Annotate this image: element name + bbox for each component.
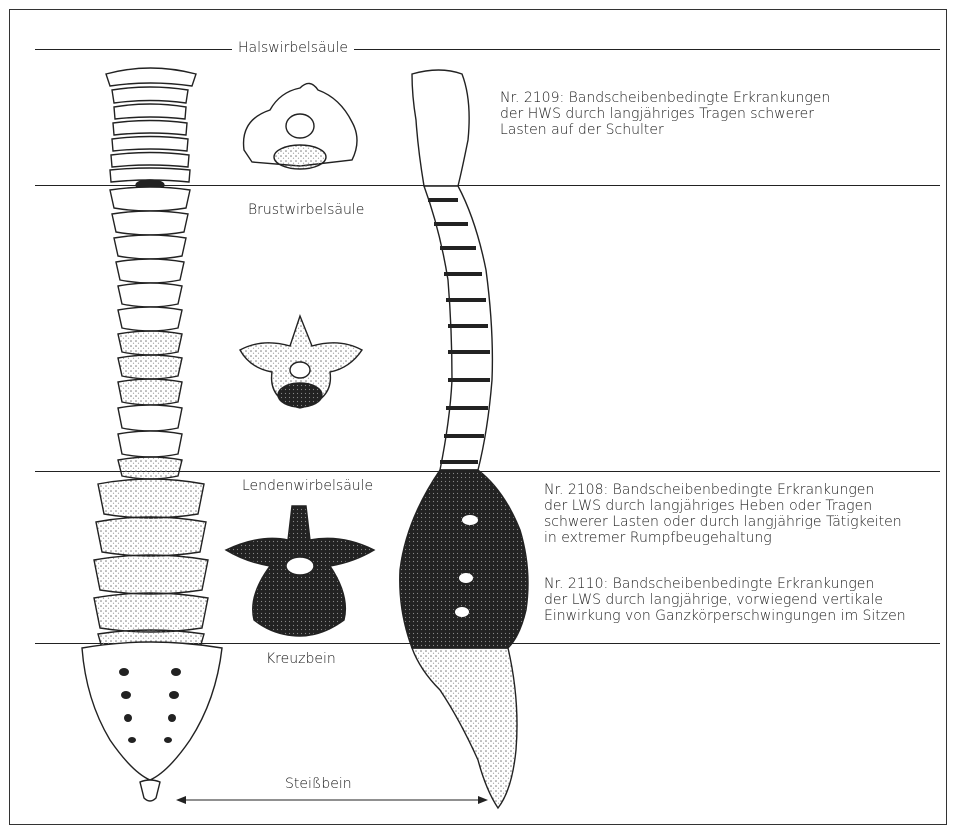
note-2110: Nr. 2110: Bandscheibenbedingte Erkrankun… (544, 576, 906, 624)
note-2110-line-3: Einwirkung von Ganzkörperschwingungen im… (544, 608, 906, 624)
note-2109-line-1: Nr. 2109: Bandscheibenbedingte Erkrankun… (500, 90, 830, 106)
note-2108-line-2: der LWS durch langjähriges Heben oder Tr… (544, 498, 902, 514)
note-2108: Nr. 2108: Bandscheibenbedingte Erkrankun… (544, 482, 902, 546)
vertebra-lumbar-section (226, 506, 374, 636)
lateral-sacrum (412, 648, 517, 808)
note-2108-line-3: schwerer Lasten oder durch langjährige T… (544, 514, 902, 530)
label-lumbar: Lendenwirbelsäule (242, 478, 373, 494)
lateral-spine (400, 70, 528, 808)
lateral-cervical (412, 70, 469, 186)
note-2109: Nr. 2109: Bandscheibenbedingte Erkrankun… (500, 90, 830, 138)
note-2108-line-4: in extremer Rumpfbeugehaltung (544, 530, 902, 546)
lateral-lumbar (400, 470, 528, 648)
vertebra-thoracic-section (240, 316, 362, 408)
front-coccyx (140, 780, 160, 801)
front-thoracic (110, 187, 190, 479)
note-2109-line-2: der HWS durch langjähriges Tragen schwer… (500, 106, 830, 122)
label-cervical: Halswirbelsäule (232, 40, 354, 56)
coccyx-arrow (176, 796, 488, 804)
label-thoracic: Brustwirbelsäule (248, 202, 364, 218)
label-sacrum: Kreuzbein (266, 651, 336, 667)
vertebra-cervical-section (244, 83, 357, 169)
front-lumbar (94, 479, 208, 651)
front-cervical (106, 68, 196, 190)
note-2108-line-1: Nr. 2108: Bandscheibenbedingte Erkrankun… (544, 482, 902, 498)
note-2110-line-2: der LWS durch langjährige, vorwiegend ve… (544, 592, 906, 608)
front-sacrum (82, 642, 222, 780)
note-2110-line-1: Nr. 2110: Bandscheibenbedingte Erkrankun… (544, 576, 906, 592)
label-coccyx: Steißbein (285, 776, 352, 792)
front-spine (82, 68, 222, 801)
note-2109-line-3: Lasten auf der Schulter (500, 122, 830, 138)
